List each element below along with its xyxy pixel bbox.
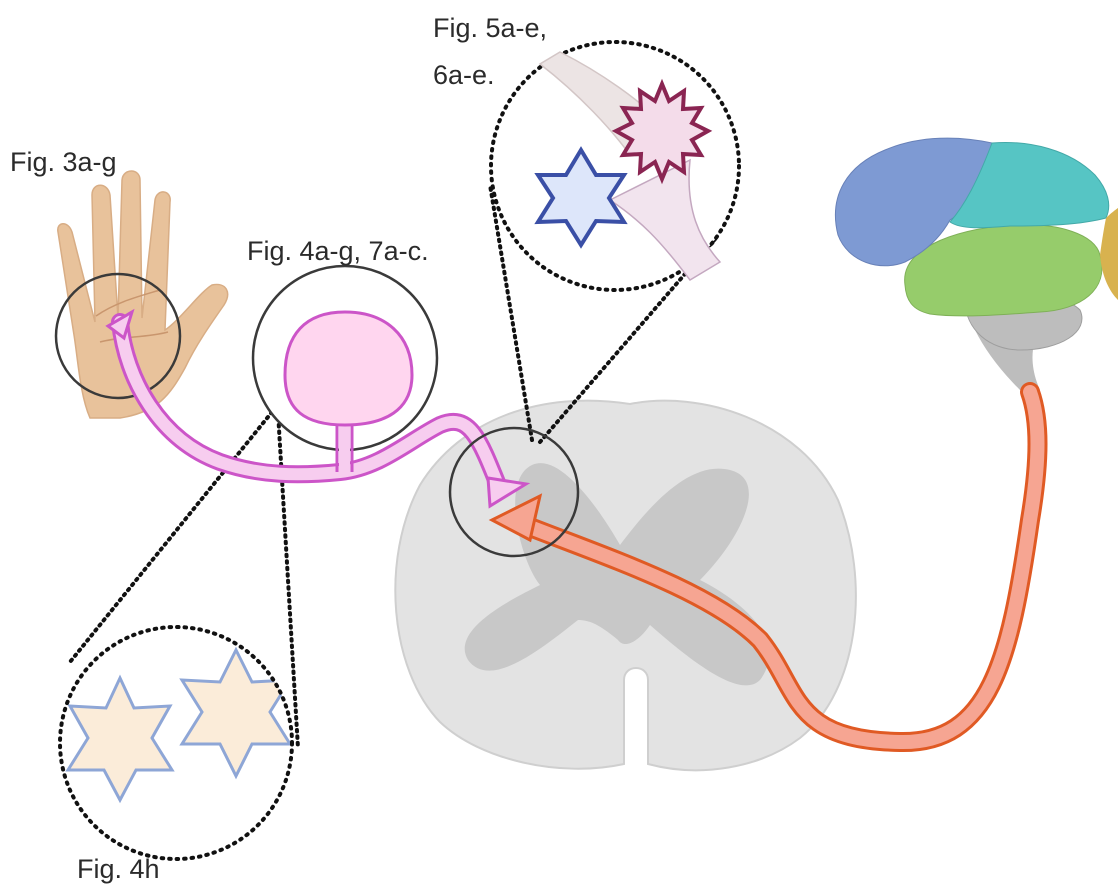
- star-shape-icon: [182, 650, 290, 776]
- fig-5-label-line2: 6a-e.: [433, 58, 495, 92]
- fig-3-label: Fig. 3a-g: [10, 145, 117, 179]
- dorsal-horn-zoom-circle: [490, 42, 739, 442]
- occipital-lobe: [1100, 208, 1118, 300]
- fig-5-label-line1: Fig. 5a-e,: [433, 11, 547, 45]
- zoom-line: [70, 412, 272, 662]
- fig-4-label: Fig. 4a-g, 7a-c.: [247, 234, 429, 268]
- zoom-line: [278, 412, 298, 748]
- brain-icon: [835, 138, 1118, 390]
- fig-4h-label: Fig. 4h: [77, 852, 160, 886]
- spinal-cord-cross-section-icon: [395, 401, 856, 771]
- star-shape-icon: [68, 678, 172, 800]
- drg-cell-body: [285, 312, 412, 425]
